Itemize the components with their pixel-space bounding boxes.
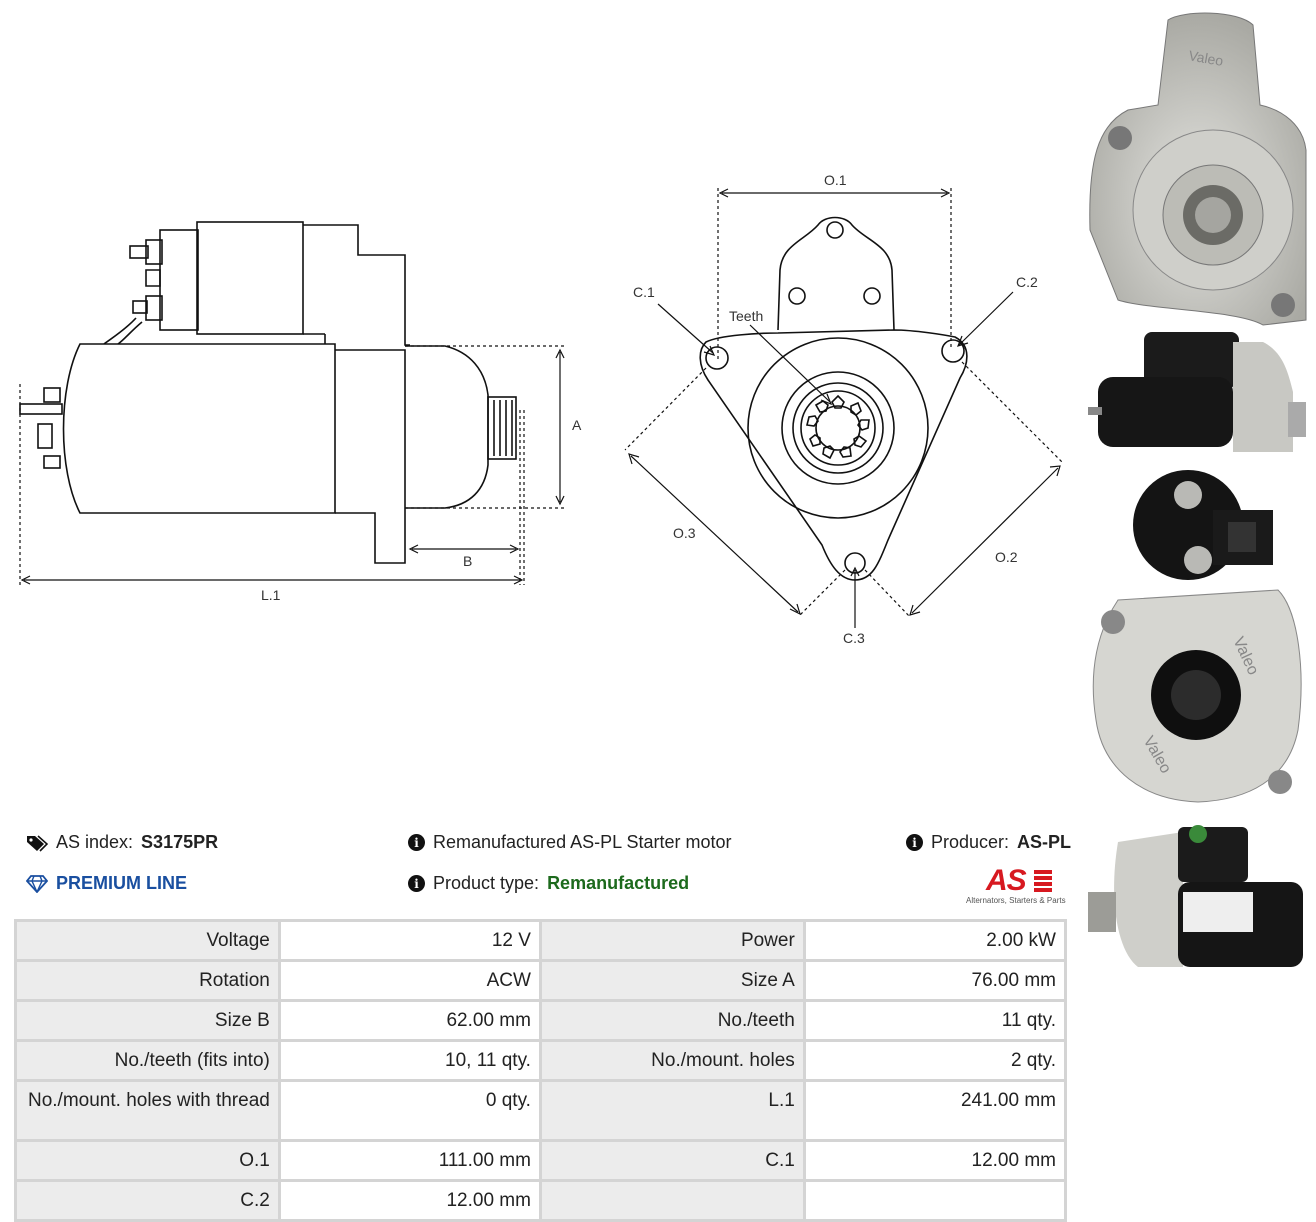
dim-label-o1: O.1 xyxy=(824,172,847,188)
spec-value: 2 qty. xyxy=(802,1039,1068,1082)
spec-value: 62.00 mm xyxy=(277,999,542,1042)
dim-label-o3: O.3 xyxy=(673,525,696,541)
product-photo-rear: Valeo Valeo xyxy=(1092,470,1302,803)
product-photo-front: Valeo xyxy=(1089,12,1307,326)
table-row: Rotation ACW Size A 76.00 mm xyxy=(14,959,1068,1002)
producer-row: i Producer: AS-PL xyxy=(906,832,1071,853)
spec-value: 10, 11 qty. xyxy=(277,1039,542,1082)
spec-label: No./mount. holes with thread xyxy=(14,1079,281,1142)
table-row: No./mount. holes with thread 0 qty. L.1 … xyxy=(14,1079,1068,1142)
spec-value: 12 V xyxy=(277,919,542,962)
table-row: C.2 12.00 mm xyxy=(14,1179,1068,1222)
info-icon: i xyxy=(906,834,923,851)
as-index-label: AS index: xyxy=(56,832,134,852)
spec-value: 12.00 mm xyxy=(277,1179,542,1222)
spec-label: Rotation xyxy=(14,959,281,1002)
spec-value: 241.00 mm xyxy=(802,1079,1068,1142)
table-row: Size B 62.00 mm No./teeth 11 qty. xyxy=(14,999,1068,1042)
brand-mark-1: Valeo xyxy=(1187,47,1224,69)
spec-value: 76.00 mm xyxy=(802,959,1068,1002)
spec-label: C.1 xyxy=(538,1139,806,1182)
pinion-teeth xyxy=(806,394,870,460)
spec-label: L.1 xyxy=(538,1079,806,1142)
logo-tagline: Alternators, Starters & Parts xyxy=(966,896,1066,905)
specs-table: Voltage 12 V Power 2.00 kW Rotation ACW … xyxy=(14,919,1068,1222)
spec-value: 12.00 mm xyxy=(802,1139,1068,1182)
spec-value: 0 qty. xyxy=(277,1079,542,1142)
side-view-drawing: A B L.1 xyxy=(19,221,582,603)
front-view-drawing: O.1 C.1 C.2 Teeth C.3 O.3 O.2 xyxy=(624,172,1063,646)
spec-value: 111.00 mm xyxy=(277,1139,542,1182)
logo-stripes xyxy=(1034,870,1052,892)
diamond-icon xyxy=(26,874,48,893)
table-row: O.1 111.00 mm C.1 12.00 mm xyxy=(14,1139,1068,1182)
product-type-row: i Product type: Remanufactured xyxy=(408,873,689,894)
spec-label: Size B xyxy=(14,999,281,1042)
table-row: Voltage 12 V Power 2.00 kW xyxy=(14,919,1068,962)
spec-label: O.1 xyxy=(14,1139,281,1182)
spec-value xyxy=(802,1179,1068,1222)
dim-label-l1: L.1 xyxy=(261,587,281,603)
dim-label-a: A xyxy=(572,417,582,433)
info-icon: i xyxy=(408,875,425,892)
as-index-value: S3175PR xyxy=(141,832,219,852)
spec-label: Voltage xyxy=(14,919,281,962)
spec-label: No./mount. holes xyxy=(538,1039,806,1082)
description-row: i Remanufactured AS-PL Starter motor xyxy=(408,832,731,853)
premium-line-label: PREMIUM LINE xyxy=(56,873,188,893)
dim-label-c1: C.1 xyxy=(633,284,655,300)
spec-label: Size A xyxy=(538,959,806,1002)
producer-value: AS-PL xyxy=(1017,832,1072,852)
spec-value: 11 qty. xyxy=(802,999,1068,1042)
premium-line-row: PREMIUM LINE xyxy=(26,873,187,894)
dim-label-o2: O.2 xyxy=(995,549,1018,565)
product-type-label: Product type: xyxy=(433,873,540,893)
tags-icon xyxy=(27,834,48,852)
table-row: No./teeth (fits into) 10, 11 qty. No./mo… xyxy=(14,1039,1068,1082)
logo-mark: AS xyxy=(986,864,1027,897)
info-icon: i xyxy=(408,834,425,851)
spec-label xyxy=(538,1179,806,1222)
spec-label: C.2 xyxy=(14,1179,281,1222)
spec-label: Power xyxy=(538,919,806,962)
product-photo-side-2 xyxy=(1088,825,1303,967)
product-type-value: Remanufactured xyxy=(547,873,690,893)
dim-label-b: B xyxy=(463,553,472,569)
dim-label-c3: C.3 xyxy=(843,630,865,646)
producer-label: Producer: xyxy=(931,832,1010,852)
spec-label: No./teeth (fits into) xyxy=(14,1039,281,1082)
dim-label-teeth: Teeth xyxy=(729,308,763,324)
as-pl-logo: AS Alternators, Starters & Parts xyxy=(966,864,1068,908)
spec-value: ACW xyxy=(277,959,542,1002)
product-description: Remanufactured AS-PL Starter motor xyxy=(433,832,732,852)
dim-label-c2: C.2 xyxy=(1016,274,1038,290)
as-index-row: AS index: S3175PR xyxy=(26,832,218,853)
product-photo-side xyxy=(1088,332,1306,452)
spec-value: 2.00 kW xyxy=(802,919,1068,962)
spec-label: No./teeth xyxy=(538,999,806,1042)
